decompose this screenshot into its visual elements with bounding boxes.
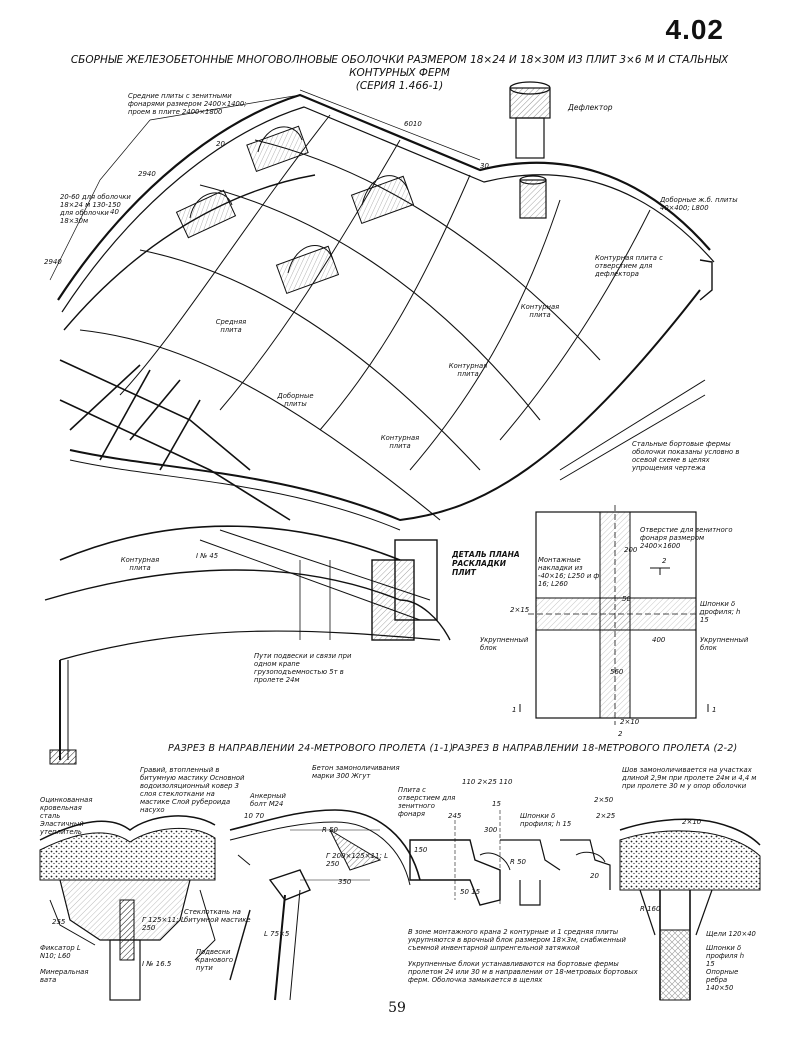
title-line-1: СБОРНЫЕ ЖЕЛЕЗОБЕТОННЫЕ МНОГОВОЛНОВЫЕ ОБО… bbox=[70, 54, 729, 79]
label-steklotkan: Стеклоткань на битумной мастике bbox=[184, 908, 251, 924]
section-heading-2-2: РАЗРЕЗ В НАПРАВЛЕНИИ 18-МЕТРОВОГО ПРОЛЕТ… bbox=[452, 743, 738, 754]
label-i-beam: I № 45 bbox=[196, 552, 219, 560]
dim-2x50: 2×50 bbox=[594, 796, 614, 804]
dim-200: 200 bbox=[624, 546, 638, 554]
label-shcheli: Щели 120×40 bbox=[706, 930, 756, 938]
label-dobornye: Доборные ж.б. плиты 40×400; L800 bbox=[660, 196, 738, 212]
dim-2x25: 2×25 bbox=[596, 812, 616, 820]
label-ukrup-right: Укрупненный блок bbox=[700, 636, 749, 652]
dim-i165: I № 16.5 bbox=[142, 960, 172, 968]
section-mark-1b: 1 bbox=[512, 706, 517, 714]
label-ocink: Оцинкованная кровельная сталь bbox=[40, 796, 93, 820]
label-konturnaya-4: Контурная плита bbox=[120, 556, 160, 572]
dim-15: 15 bbox=[492, 800, 501, 808]
section-mark-1: 1 bbox=[712, 706, 717, 714]
label-mineral: Минеральная вата bbox=[40, 968, 89, 984]
dim-255: 255 bbox=[52, 918, 66, 926]
label-shponki-b: Шпонки δ профиля h 15 bbox=[706, 944, 745, 968]
dim-6010: 6010 bbox=[404, 120, 422, 128]
dim-50: 50 bbox=[622, 595, 631, 603]
label-graviy: Гравий, втопленный в битумную мастику Ос… bbox=[140, 766, 245, 814]
label-ankern: Анкерный болт М24 bbox=[250, 792, 286, 808]
dim-245: 245 bbox=[448, 812, 462, 820]
label-steel-trusses: Стальные бортовые фермы оболочки показан… bbox=[632, 440, 740, 472]
label-elast: Эластичный утеплитель bbox=[40, 820, 84, 836]
dim-g125: Г 125×11; L 250 bbox=[142, 916, 185, 932]
dim-2x10: 2×10 bbox=[620, 718, 640, 726]
dim-560: 560 bbox=[610, 668, 624, 676]
label-beton: Бетон замоноличивания марки 300 Жгут bbox=[312, 764, 400, 780]
note-2: Укрупненные блоки устанавливаются на бор… bbox=[408, 960, 638, 984]
label-srednie-plity: Средние плиты с зенитными фонарями разме… bbox=[128, 92, 247, 116]
note-1: В зоне монтажного крана 2 контурные и 1 … bbox=[408, 928, 626, 952]
dim-20: 20 bbox=[590, 872, 599, 880]
dim-2940b: 2940 bbox=[44, 258, 62, 266]
dim-r160: R 160 bbox=[640, 905, 661, 913]
dim-40: 40 bbox=[110, 208, 119, 216]
dim-350: 350 bbox=[338, 878, 352, 886]
dim-150: 150 bbox=[414, 846, 428, 854]
dim-50-15: 50 15 bbox=[460, 888, 481, 896]
label-plita-otv: Плита с отверстием для зенитного фонаря bbox=[398, 786, 456, 818]
label-fiksator: Фиксатор L N10; L60 bbox=[40, 944, 81, 960]
section-2-2-drawing bbox=[409, 810, 761, 1001]
dim-30: 30 bbox=[480, 162, 489, 170]
dim-10-70: 10 70 bbox=[244, 812, 265, 820]
label-shponki-s: Шпонки δ профиля; h 15 bbox=[520, 812, 572, 828]
dim-r50: R 50 bbox=[322, 826, 338, 834]
label-konturnaya-3: Контурная плита bbox=[380, 434, 420, 450]
label-montage: Монтажные накладки из -40×16; L250 и ф 1… bbox=[538, 556, 600, 588]
label-shell-thickness: 20-60 для оболочки 18×24 м 130-150 для о… bbox=[60, 193, 131, 225]
section-mark-2a: 2 bbox=[662, 557, 667, 565]
dim-75x5: L 75×5 bbox=[264, 930, 290, 938]
section-heading-1-1: РАЗРЕЗ В НАПРАВЛЕНИИ 24-МЕТРОВОГО ПРОЛЕТ… bbox=[168, 743, 454, 754]
dim-300: 300 bbox=[484, 826, 498, 834]
dim-400: 400 bbox=[652, 636, 666, 644]
label-crane-ways: Пути подвески и связи при одном крane гр… bbox=[254, 652, 352, 684]
label-opening: Отверстие для зенитного фонаря размером … bbox=[640, 526, 733, 550]
detail-plan-title: ДЕТАЛЬ ПЛАНА РАСКЛАДКИ ПЛИТ bbox=[452, 550, 520, 577]
dim-1200: Г 200×125×11; L 250 bbox=[326, 852, 388, 868]
dim-110-225: 110 2×25 110 bbox=[462, 778, 513, 786]
title-line-2: (СЕРИЯ 1.466-1) bbox=[355, 80, 444, 92]
label-opornye: Опорные ребра 140×50 bbox=[706, 968, 739, 992]
label-shov: Шов замоноличивается на участках длиной … bbox=[622, 766, 757, 790]
label-srednyaya: Средняя плита bbox=[215, 318, 247, 334]
detail-plan-drawing bbox=[519, 505, 709, 725]
dim-2x10b: 2×10 bbox=[682, 818, 702, 826]
dim-r50b: R 50 bbox=[510, 858, 526, 866]
label-contour-with-hole: Контурная плита с отверстием для дефлект… bbox=[595, 254, 663, 278]
label-deflector: Дефлектор bbox=[568, 103, 613, 112]
section-mark-2b: 2 bbox=[618, 730, 623, 738]
label-ukrup-left: Укрупненный блок bbox=[480, 636, 529, 652]
label-dobornye-plity: Доборные плиты bbox=[277, 392, 314, 408]
label-podveski: Подвески кранового пути bbox=[196, 948, 234, 972]
sheet-number: 4.02 bbox=[665, 14, 724, 45]
page-number: 59 bbox=[388, 1000, 406, 1016]
label-konturnaya-1: Контурная плита bbox=[520, 303, 560, 319]
page-title: СБОРНЫЕ ЖЕЛЕЗОБЕТОННЫЕ МНОГОВОЛНОВЫЕ ОБО… bbox=[42, 54, 757, 93]
label-konturnaya-2: Контурная плита bbox=[448, 362, 488, 378]
dim-2940a: 2940 bbox=[138, 170, 156, 178]
dim-2x15: 2×15 bbox=[510, 606, 530, 614]
isometric-shell bbox=[44, 81, 715, 765]
dim-20: 20 bbox=[216, 140, 225, 148]
label-shponki: Шпонки δ профиля; h 15 bbox=[700, 600, 741, 624]
section-1-1-drawing bbox=[39, 809, 421, 1001]
